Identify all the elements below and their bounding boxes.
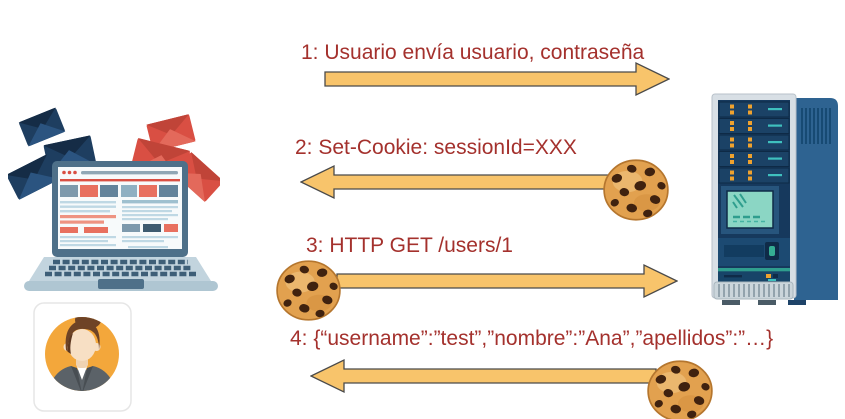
server-rack-leds — [718, 101, 790, 184]
cookie-icon — [603, 159, 669, 221]
arrow-right-icon — [324, 61, 670, 97]
user-avatar-icon — [33, 302, 132, 412]
server-tower-icon — [711, 93, 838, 305]
message-2-label: 2: Set-Cookie: sessionId=XXX — [295, 136, 577, 159]
server-screen — [721, 186, 779, 234]
message-1-label: 1: Usuario envía usuario, contraseña — [301, 41, 645, 64]
arrow-left-icon — [300, 164, 642, 200]
envelope-icon — [18, 107, 66, 147]
arrow-right-icon — [336, 263, 678, 299]
client-laptop-illustration — [8, 107, 220, 291]
laptop-keyboard — [24, 257, 218, 291]
cookie-icon — [647, 360, 713, 419]
arrow-left-icon — [310, 358, 657, 394]
cookie-icon — [276, 260, 341, 321]
laptop-icon — [52, 161, 188, 257]
message-3-label: 3: HTTP GET /users/1 — [306, 234, 513, 257]
envelope-icon — [8, 154, 60, 200]
message-4-label: 4: {“username”:”test”,”nombre”:”Ana”,”ap… — [290, 327, 774, 350]
